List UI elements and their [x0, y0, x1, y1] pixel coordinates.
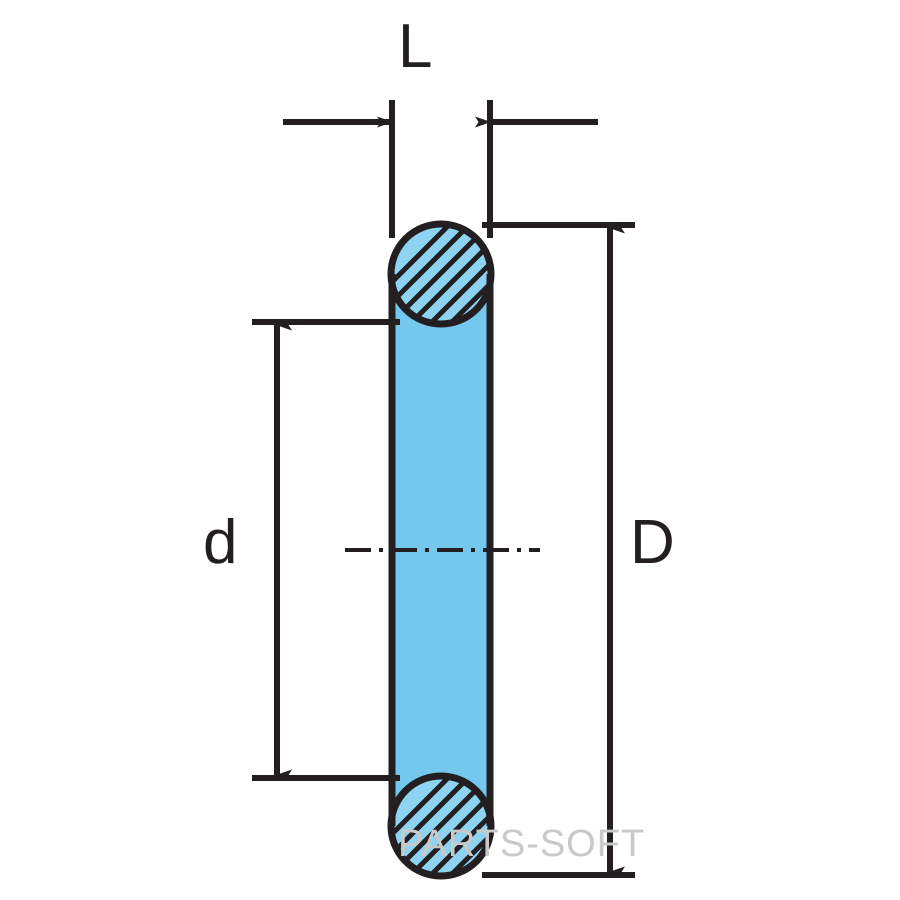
d-dimension-group	[252, 319, 400, 781]
big-d-dimension-group	[482, 222, 635, 878]
watermark-text: PARTS-SOFT	[398, 823, 646, 865]
top-cord-section-group	[387, 220, 495, 328]
l-dimension-group	[283, 100, 598, 238]
dimension-label-D: D	[630, 508, 675, 577]
dimension-label-L: L	[398, 12, 433, 81]
dimension-label-d: d	[203, 508, 238, 577]
